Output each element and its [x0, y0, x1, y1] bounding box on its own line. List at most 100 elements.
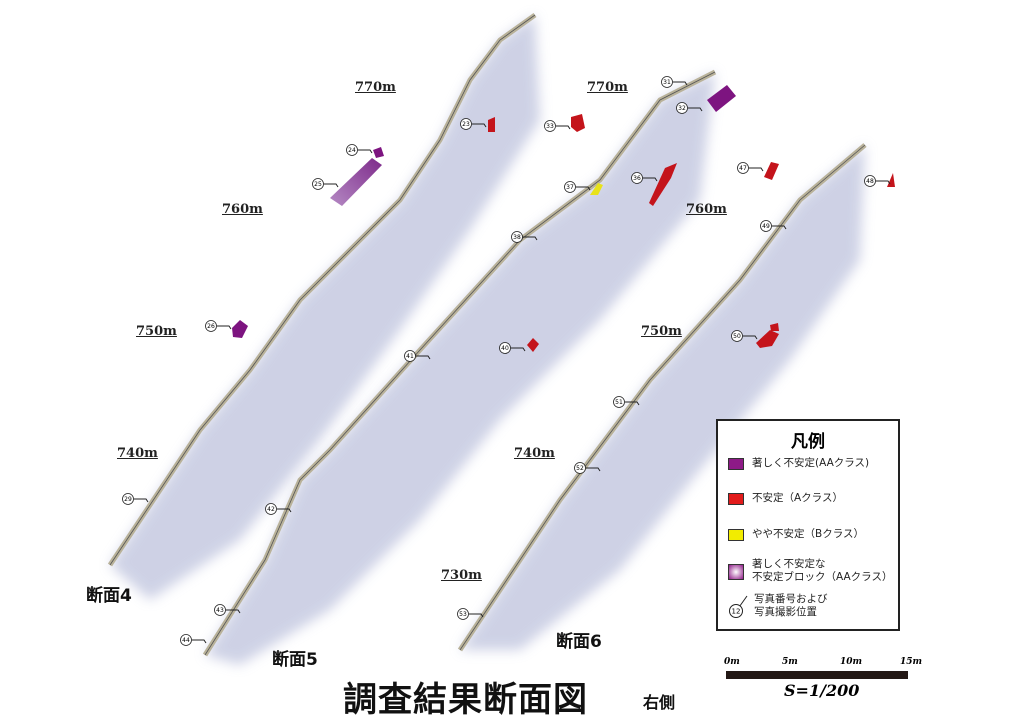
photo-marker: 25: [312, 178, 339, 190]
block-24: [373, 147, 384, 158]
photo-number: 41: [406, 353, 414, 360]
photo-number: 29: [124, 496, 132, 503]
photo-number: 31: [663, 79, 671, 86]
photo-marker: 26: [205, 320, 232, 332]
block-50: [756, 330, 779, 348]
legend-label: 不安定（Aクラス）: [752, 492, 843, 504]
elevation-label: 730m: [441, 568, 482, 583]
elevation-label: 750m: [641, 324, 682, 339]
photo-number: 43: [216, 607, 224, 614]
block-36: [649, 163, 677, 206]
block-37: [590, 183, 603, 195]
section-label-5: 断面5: [272, 650, 318, 670]
photo-marker: 23: [460, 118, 487, 130]
photo-marker: 42: [265, 503, 292, 515]
block-32: [707, 85, 736, 112]
photo-number: 37: [566, 184, 574, 191]
photo-marker: 31: [661, 76, 688, 88]
photo-marker: 44: [180, 634, 207, 646]
photo-marker: 51: [613, 396, 640, 408]
photo-number: 26: [207, 323, 215, 330]
block-25: [330, 158, 382, 206]
photo-marker: 40: [499, 342, 526, 354]
block-33: [571, 114, 585, 132]
cliff-section-4: [107, 12, 540, 600]
photo-marker: 33: [544, 120, 571, 132]
photo-number: 53: [459, 611, 467, 618]
scale-tick: 0m: [724, 657, 740, 667]
photo-marker: 29: [122, 493, 149, 505]
photo-marker: 52: [574, 462, 601, 474]
unstable-blocks: [232, 85, 895, 352]
photo-marker-number: 12: [732, 608, 741, 616]
legend-item-b: やや不安定（Bクラス）: [728, 528, 864, 541]
photo-number: 50: [733, 333, 741, 340]
swatch-purple: [728, 458, 744, 470]
elevation-label: 740m: [117, 446, 158, 461]
photo-number: 32: [678, 105, 686, 112]
photo-marker: 43: [214, 604, 241, 616]
photo-marker: 53: [457, 608, 484, 620]
elevation-label: 750m: [136, 324, 177, 339]
legend-label: 不安定ブロック（AAクラス）: [752, 571, 893, 583]
elevation-label: 770m: [587, 80, 628, 95]
scale-bar-line: [726, 671, 908, 679]
block-23: [488, 117, 495, 132]
legend-item-a: 不安定（Aクラス）: [728, 492, 843, 505]
legend-label: 写真撮影位置: [754, 606, 817, 618]
legend-item-aa: 著しく不安定(AAクラス): [728, 457, 869, 470]
legend-title: 凡例: [791, 432, 825, 452]
photo-marker: 24: [346, 144, 373, 156]
block-40: [527, 338, 539, 352]
photo-number: 47: [739, 165, 747, 172]
block-47: [764, 162, 779, 180]
photo-number: 33: [546, 123, 554, 130]
cliff-section-5: [202, 69, 717, 665]
legend-item-aa-block: 著しく不安定な不安定ブロック（AAクラス）: [728, 558, 892, 584]
photo-number: 48: [866, 178, 874, 185]
elevation-label: 760m: [686, 202, 727, 217]
scale-tick: 15m: [900, 657, 923, 667]
legend-label: 著しく不安定(AAクラス): [752, 457, 870, 469]
photo-number: 40: [501, 345, 509, 352]
cliff-section-6: [457, 143, 867, 652]
scale-tick: 5m: [782, 657, 798, 667]
legend-item-photo: 12 写真番号および写真撮影位置: [728, 593, 828, 619]
photo-marker: 41: [404, 350, 431, 362]
elevation-label: 760m: [222, 202, 263, 217]
block-26: [232, 320, 248, 338]
block-50b: [770, 323, 779, 331]
photo-marker: 38: [511, 231, 538, 243]
legend-label: 写真番号および: [754, 593, 828, 605]
photo-marker: 49: [760, 220, 787, 232]
photo-marker: 36: [631, 172, 658, 184]
scale-ratio: S=1/200: [784, 681, 860, 700]
photo-number: 23: [462, 121, 470, 128]
legend-label: 著しく不安定な: [752, 558, 826, 570]
photo-number: 44: [182, 637, 190, 644]
section-label-6: 断面6: [556, 632, 602, 652]
elevation-label: 740m: [514, 446, 555, 461]
photo-marker: 32: [676, 102, 703, 114]
swatch-red: [728, 493, 744, 505]
photo-number: 36: [633, 175, 641, 182]
legend-label: やや不安定（Bクラス）: [752, 528, 864, 540]
photo-number: 38: [513, 234, 521, 241]
scale-tick: 10m: [840, 657, 863, 667]
page-title-side: 右側: [643, 693, 676, 712]
photo-number: 52: [576, 465, 584, 472]
photo-marker: 47: [737, 162, 764, 174]
swatch-gradient: [728, 564, 744, 580]
page-title: 調査結果断面図: [343, 680, 588, 720]
photo-number: 51: [615, 399, 623, 406]
photo-marker: 37: [564, 181, 591, 193]
elevation-label: 770m: [355, 80, 396, 95]
photo-marker: 50: [731, 330, 758, 342]
legend: 凡例 著しく不安定(AAクラス) 不安定（Aクラス） やや不安定（Bクラス） 著…: [716, 419, 900, 631]
photo-markers: 23 24 25 26 29 31 32 33 36 37 38 40 41 42 43 44 47 48 49 50…: [122, 76, 891, 646]
photo-number: 42: [267, 506, 275, 513]
section-label-4: 断面4: [86, 586, 132, 606]
photo-number: 25: [314, 181, 322, 188]
photo-number: 24: [348, 147, 356, 154]
